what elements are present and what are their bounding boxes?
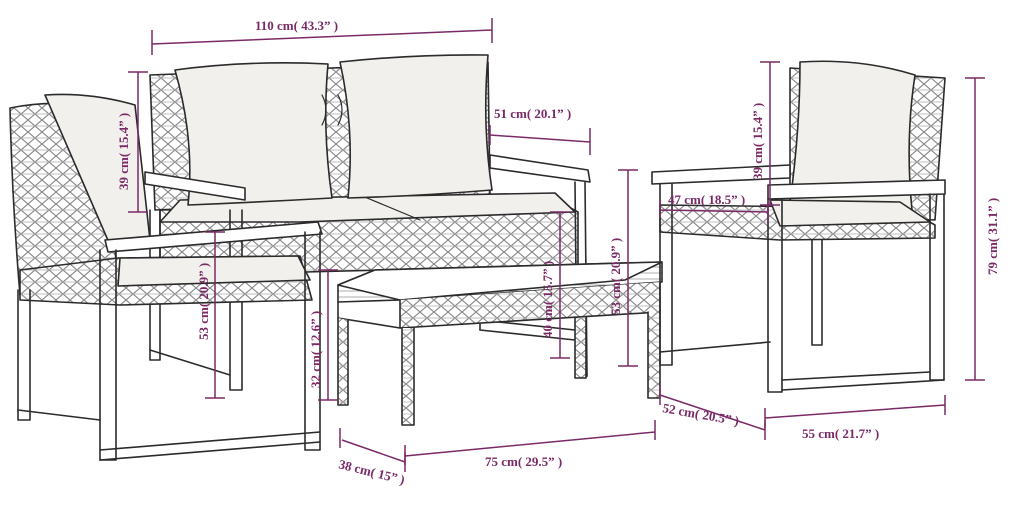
sofa-back-cushion-right [339,54,493,199]
label-table-width: 75 cm( 29.5” ) [485,454,562,469]
coffee-table [337,261,663,426]
table-leg-front-left [337,317,349,406]
label-right-chair-back-height: 39 cm( 15.4” ) [750,103,765,180]
table-leg-front-right [401,327,415,426]
label-right-chair-width: 55 cm( 21.7” ) [802,426,879,441]
dimension-lines [128,18,985,472]
label-sofa-seat-height: 40 cm( 15.7” ) [540,261,555,338]
label-sofa-width: 110 cm( 43.3” ) [255,18,338,33]
table-leg-back-right [647,309,661,399]
left-armchair [9,93,323,461]
label-table-height: 32 cm( 12.6” ) [308,311,323,388]
label-right-chair-total-height: 79 cm( 31.1” ) [985,198,1000,275]
label-left-chair-seat-height: 53 cm( 20.9” ) [196,263,211,340]
right-chair-back-armrest [651,164,791,185]
label-sofa-back-height: 39 cm( 15.4” ) [116,113,131,190]
sofa-back-cushion-left [174,62,333,206]
label-table-depth: 38 cm( 15” ) [337,456,406,487]
right-chair-front-armrest [767,179,946,200]
label-right-chair-depth: 52 cm( 20.5” ) [661,400,740,428]
sofa-right-armrest [489,154,591,183]
left-chair-armrest [104,221,323,253]
label-sofa-total-height: 53 cm( 20.9” ) [608,238,623,315]
left-chair-seat-cushion [117,255,311,287]
label-right-chair-seat-depth: 47 cm( 18.5” ) [668,192,745,207]
right-armchair [651,60,946,393]
label-sofa-seat-depth: 51 cm( 20.1” ) [494,106,571,121]
